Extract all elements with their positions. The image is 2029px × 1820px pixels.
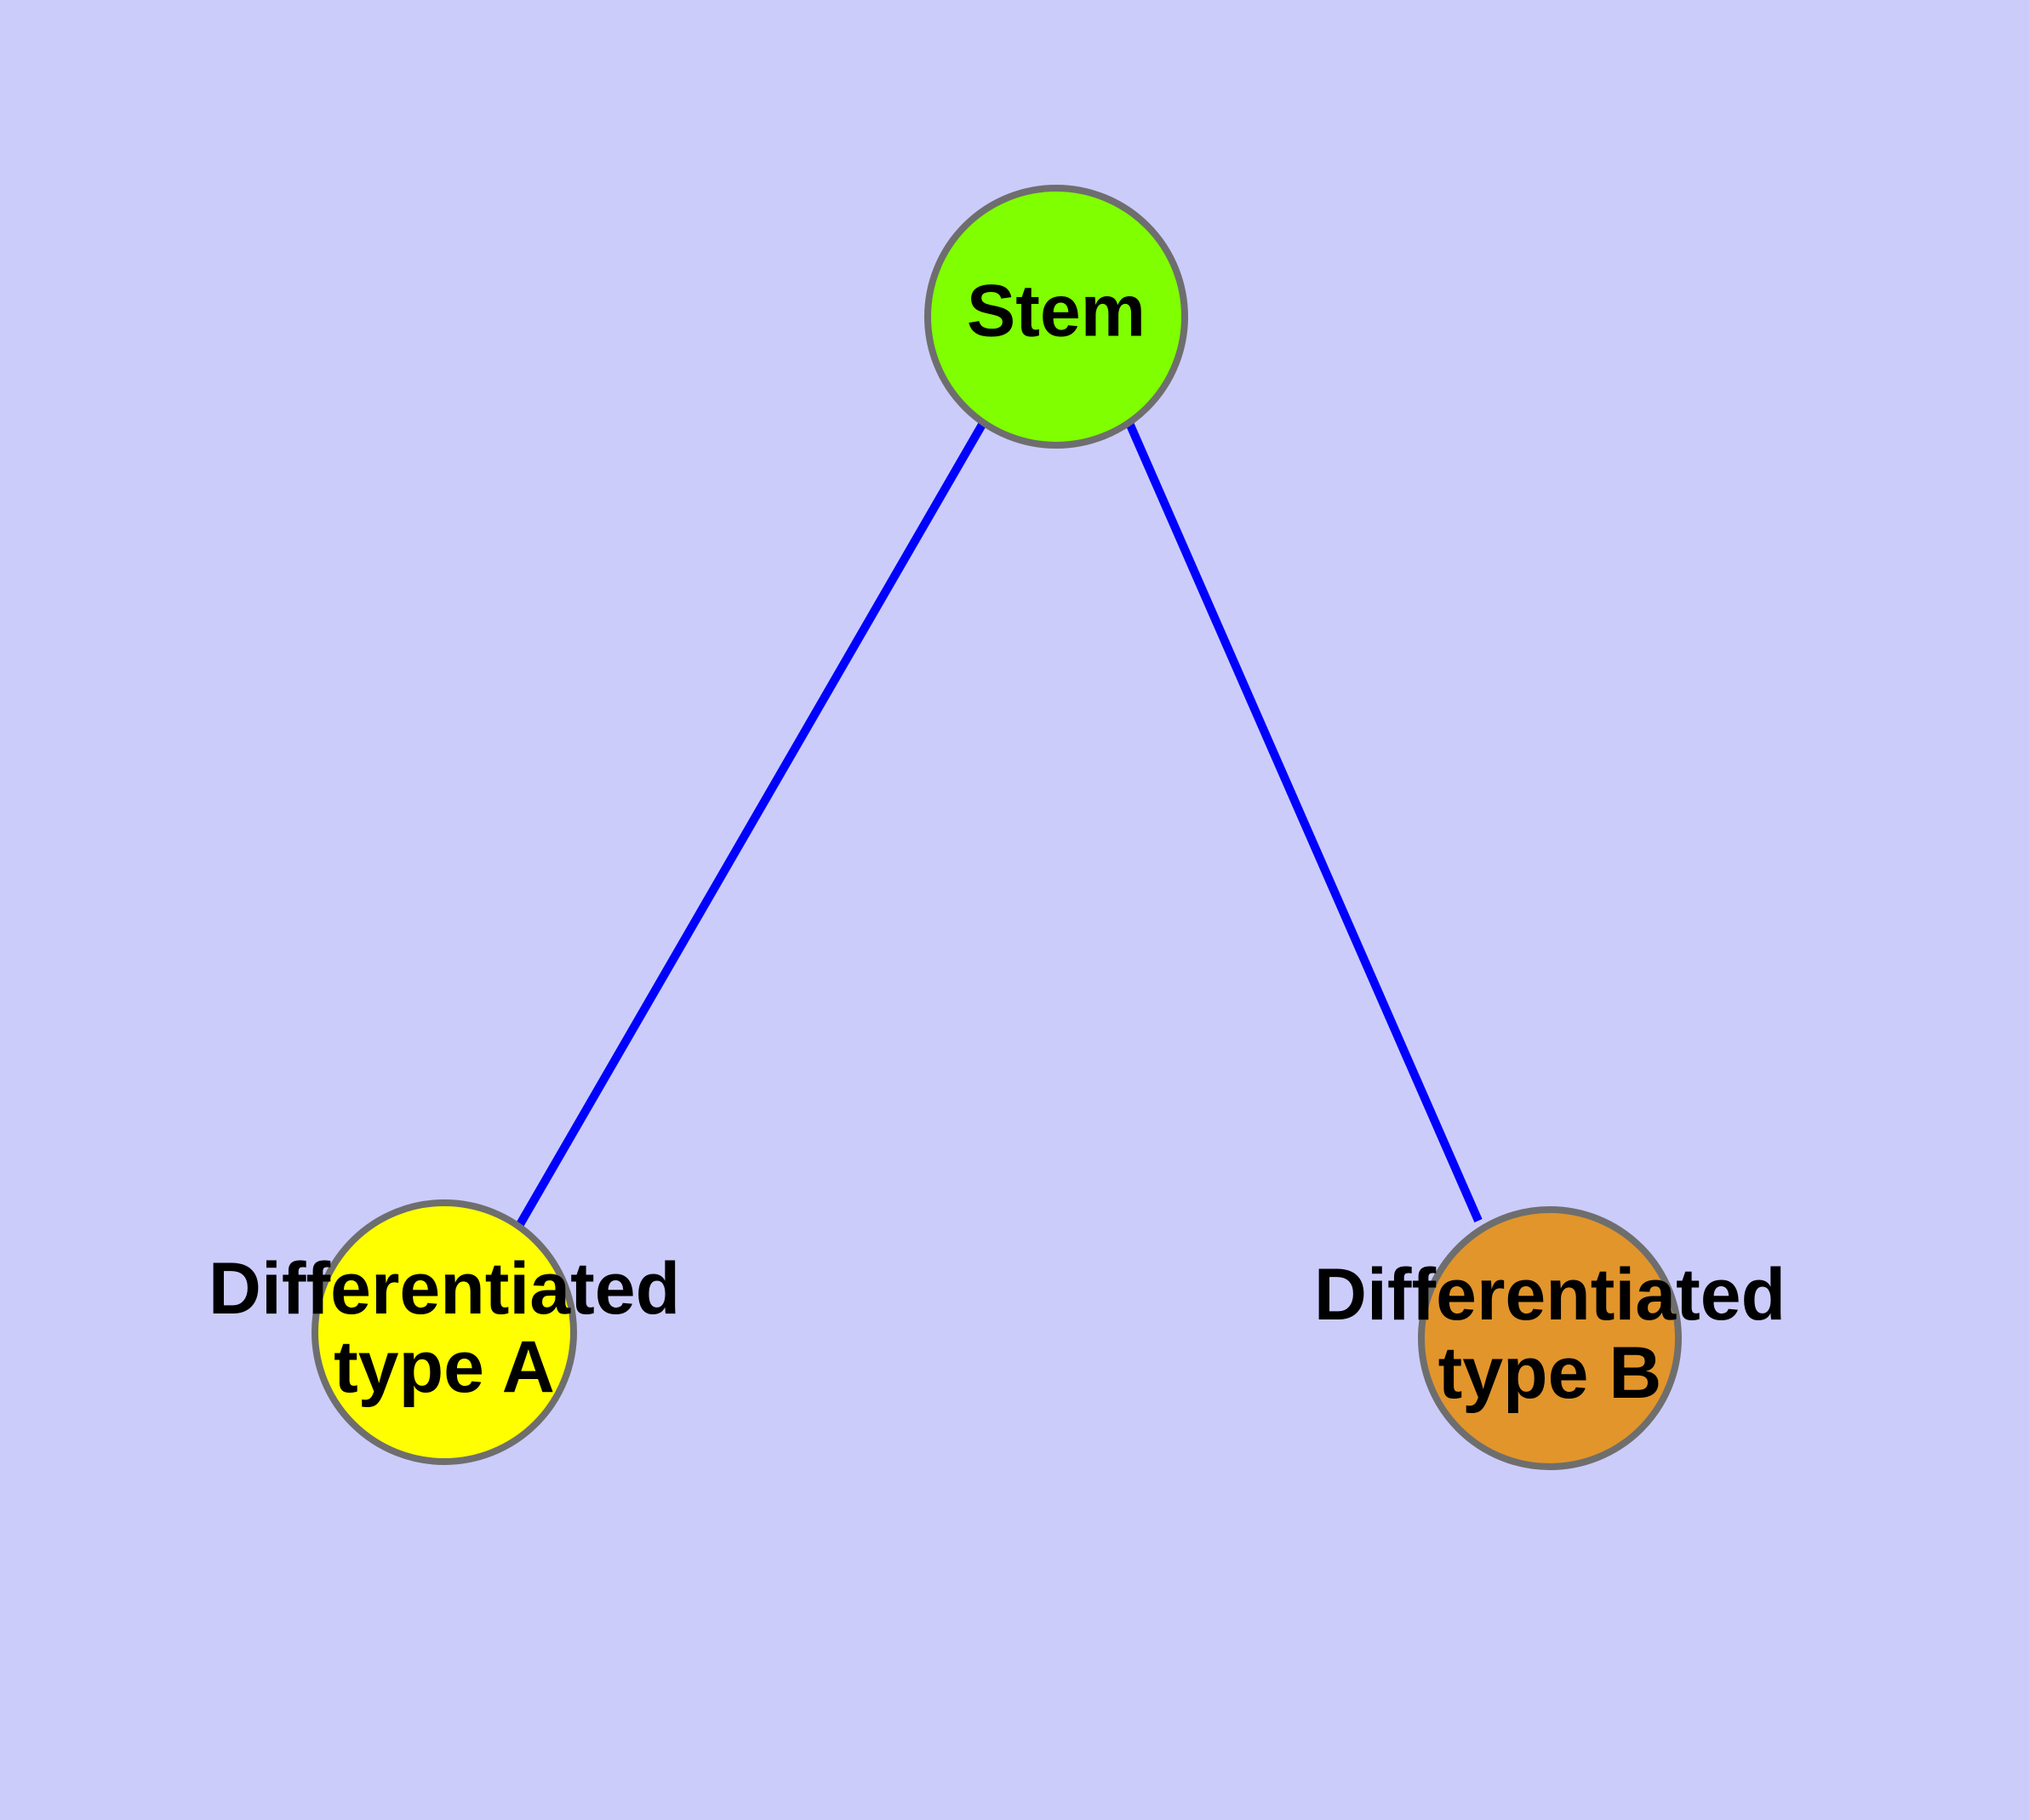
node-differentiated-type-b-label-line1: Differentiated [1314,1254,1786,1336]
node-stem-circle[interactable] [924,185,1188,449]
node-stem[interactable]: Stem [924,185,1188,449]
node-differentiated-type-a-circle[interactable] [311,1199,577,1465]
node-differentiated-type-b-label-line2: type B [1438,1332,1662,1414]
edge-stem-to-differentiated-type-a[interactable] [515,421,987,1228]
node-differentiated-type-a-label-line1: Differentiated [209,1248,680,1330]
node-differentiated-type-a[interactable]: Differentiated type A [209,1199,680,1465]
nodes-group: Stem Differentiated type A Differentiate… [209,185,1786,1470]
edge-stem-to-differentiated-type-b[interactable] [1125,421,1483,1223]
node-differentiated-type-a-label-line2: type A [334,1326,555,1408]
node-stem-label-line1: Stem [967,271,1146,352]
node-differentiated-type-b-circle[interactable] [1418,1206,1682,1470]
node-differentiated-type-b[interactable]: Differentiated type B [1314,1206,1786,1470]
edges-group [515,421,1483,1228]
